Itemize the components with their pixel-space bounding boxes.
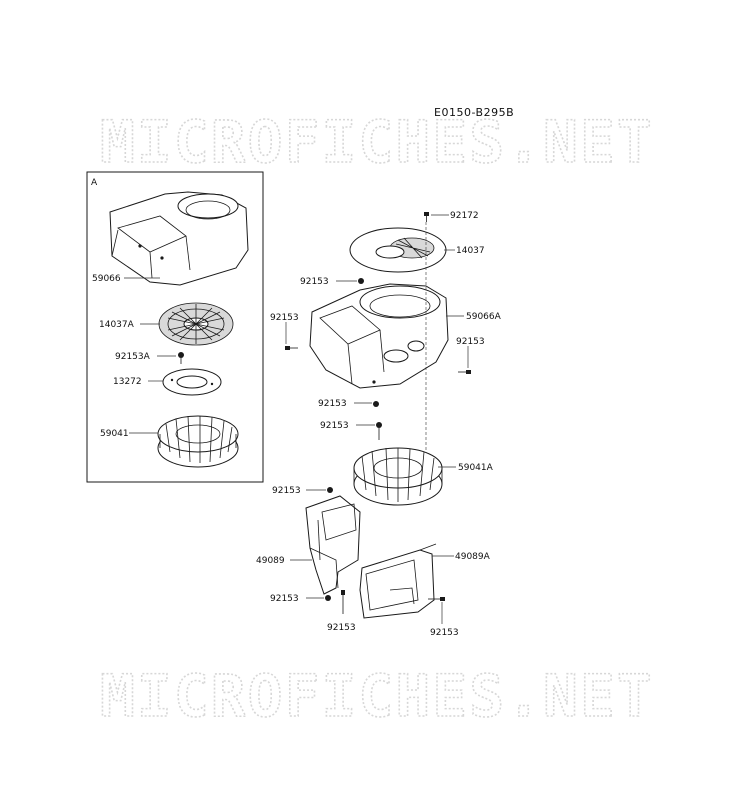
inset-label-screen: 14037A xyxy=(99,320,135,330)
inset-label-bolt: 92153A xyxy=(115,352,151,362)
label-bolt-fan: 92153 xyxy=(320,421,349,431)
label-housing: 59066A xyxy=(466,312,502,322)
watermark-top: MICROFICHES.NET xyxy=(100,108,654,176)
label-shroud-left: 49089 xyxy=(256,556,285,566)
label-bolt-shroud-top: 92153 xyxy=(272,486,301,496)
inset-label-housing: 59066 xyxy=(92,274,121,284)
housing-59066a-part xyxy=(309,283,449,389)
label-shroud-right: 49089A xyxy=(455,552,491,562)
label-bolt-shroud-mid: 92153 xyxy=(327,623,356,633)
inset-label-plate: 13272 xyxy=(113,377,142,387)
bolt-92172-part xyxy=(424,212,429,222)
inset-label-fan: 59041 xyxy=(100,429,129,439)
fan-59041a-part xyxy=(353,447,443,506)
bolt-shroud-left-bottom-part xyxy=(325,595,331,601)
shroud-49089-part xyxy=(305,495,361,595)
inset-screen-part xyxy=(158,302,234,346)
shroud-49089a-part xyxy=(359,543,437,619)
inset-plate-part xyxy=(162,368,222,396)
bolt-shroud-right-part xyxy=(428,597,445,601)
label-screen: 14037 xyxy=(456,246,485,256)
inset-fan-part xyxy=(157,415,239,468)
bolt-housing-left-part xyxy=(285,346,298,350)
label-bolt-top: 92172 xyxy=(450,211,479,221)
bolt-housing-bottom-part xyxy=(373,401,379,407)
bolt-housing-right-part xyxy=(458,370,471,374)
label-fan: 59041A xyxy=(458,463,494,473)
bolt-fan-part xyxy=(376,422,382,440)
label-bolt-shroud-right: 92153 xyxy=(430,628,459,638)
label-bolt-housing-left: 92153 xyxy=(270,313,299,323)
screen-14037-part xyxy=(349,227,447,273)
document-id: E0150-B295B xyxy=(434,106,514,119)
inset-a: A 59066 14037A 92153A xyxy=(86,171,264,483)
inset-frame xyxy=(86,171,264,483)
label-bolt-housing-right: 92153 xyxy=(456,337,485,347)
label-bolt-housing-top: 92153 xyxy=(300,277,329,287)
label-bolt-shroud-left-bottom: 92153 xyxy=(270,594,299,604)
bolt-housing-top-part xyxy=(358,278,364,284)
bolt-shroud-top-part xyxy=(327,487,333,493)
watermark-bottom: MICROFICHES.NET xyxy=(100,662,654,730)
label-bolt-housing-bottom: 92153 xyxy=(318,399,347,409)
inset-label: A xyxy=(91,178,98,188)
inset-bolt-part xyxy=(178,352,184,364)
bolt-shroud-mid-part xyxy=(341,590,345,614)
inset-housing-part xyxy=(109,191,249,286)
